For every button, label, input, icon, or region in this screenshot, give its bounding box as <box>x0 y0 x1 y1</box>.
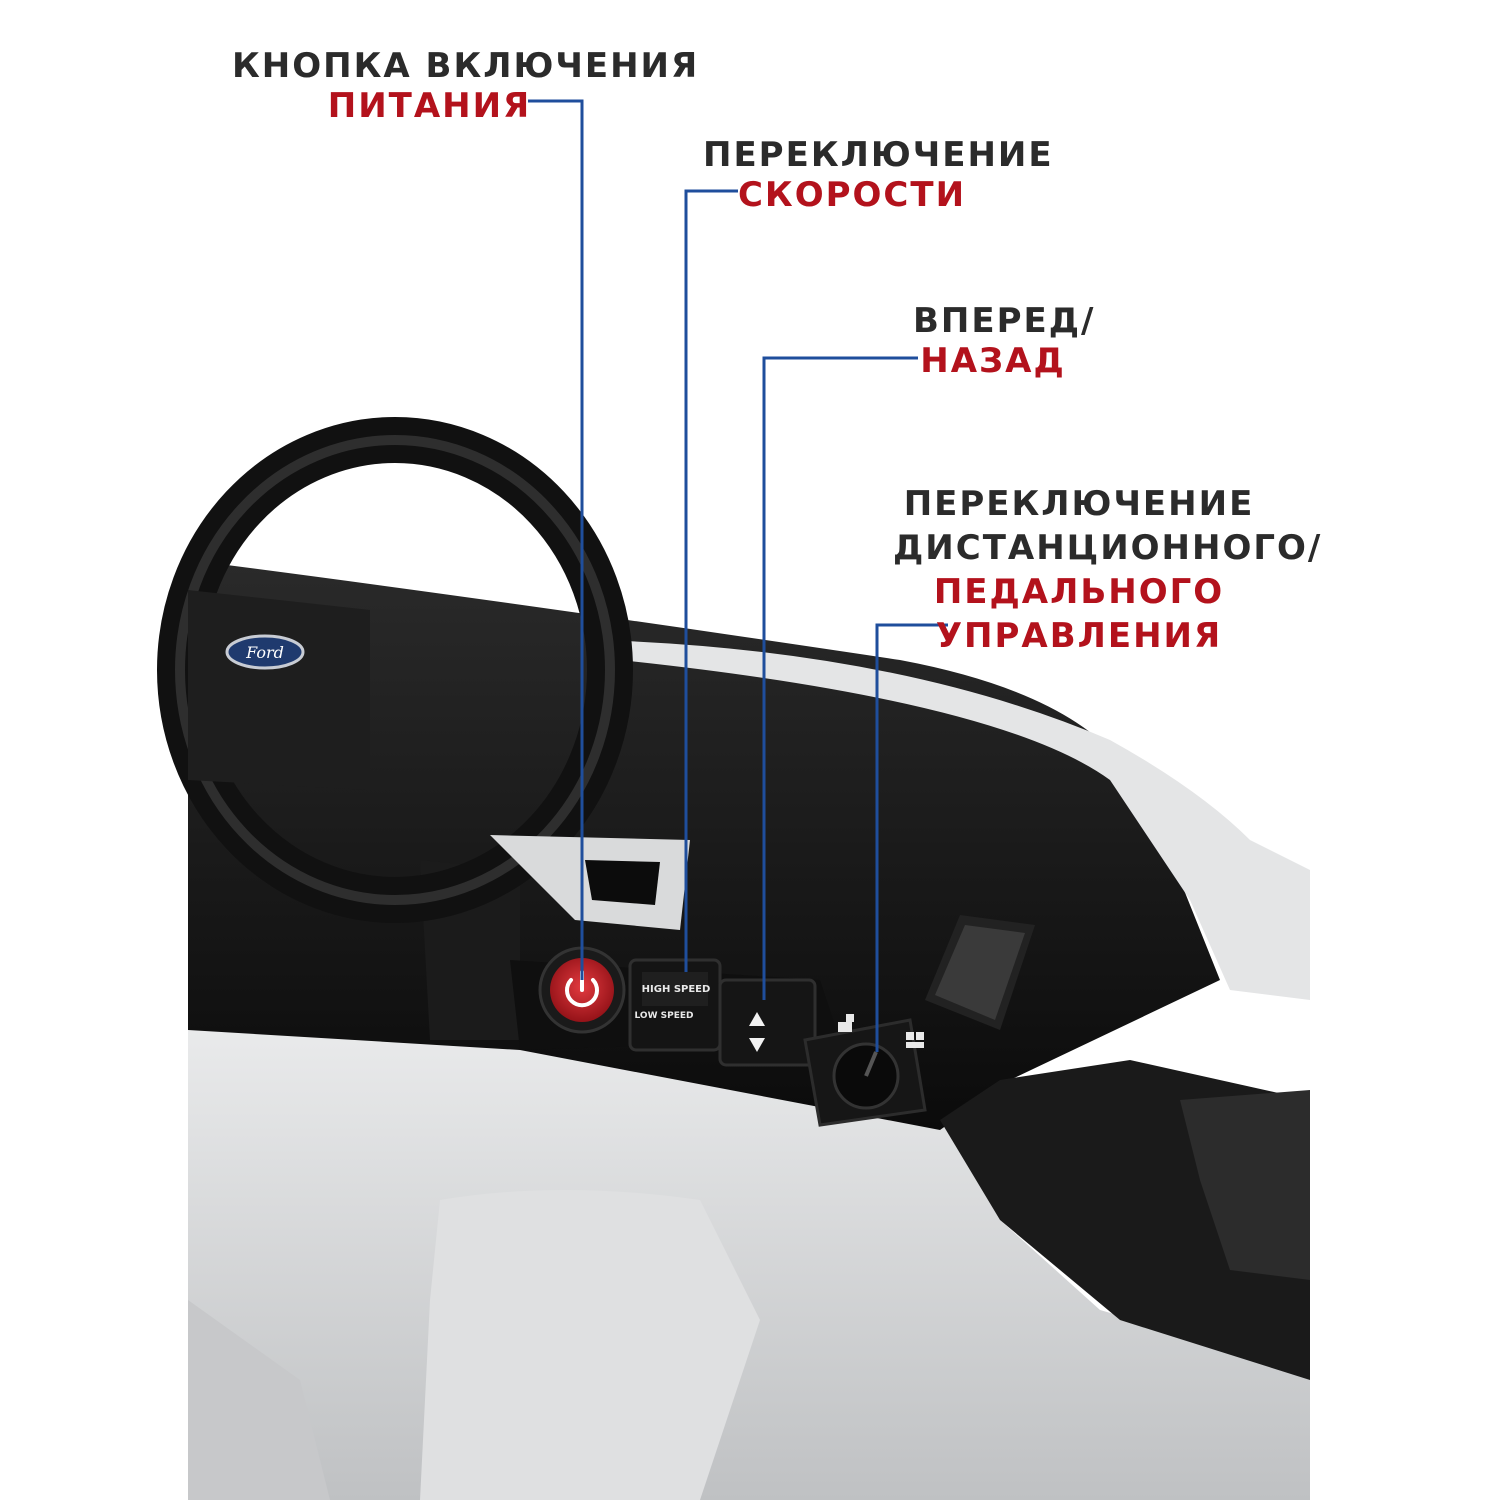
leader-line-control <box>875 623 948 1052</box>
power-callout-line1: КНОПКА ВКЛЮЧЕНИЯ <box>232 46 700 86</box>
high-speed-label: HIGH SPEED <box>642 984 711 995</box>
speed-switch[interactable]: HIGH SPEED LOW SPEED <box>628 958 722 1052</box>
ford-badge: Ford <box>245 643 284 662</box>
direction-switch[interactable] <box>718 978 817 1067</box>
pedal-icon <box>838 1014 854 1032</box>
control-callout-line4: УПРАВЛЕНИЯ <box>935 616 1223 656</box>
direction-callout-line2: НАЗАД <box>920 341 1066 381</box>
leader-line-direction <box>762 356 918 1000</box>
remote-icon <box>906 1032 924 1048</box>
control-mode-knob[interactable] <box>803 1014 927 1127</box>
low-speed-label: LOW SPEED <box>635 1011 694 1021</box>
speed-callout-line1: ПЕРЕКЛЮЧЕНИЕ <box>703 135 1054 175</box>
side-mirror <box>1180 1090 1310 1280</box>
power-callout-line2: ПИТАНИЯ <box>327 86 532 126</box>
direction-callout: ВПЕРЕД/ НАЗАД <box>913 301 1096 381</box>
leader-line-speed <box>684 189 738 972</box>
up-arrow-icon <box>749 1012 765 1026</box>
power-callout: КНОПКА ВКЛЮЧЕНИЯ ПИТАНИЯ <box>232 46 700 126</box>
control-callout-line2: ДИСТАНЦИОННОГО/ <box>893 528 1323 568</box>
floor-ridge <box>188 1300 330 1500</box>
leader-line-power <box>528 99 584 980</box>
dashboard-top-edge <box>600 640 1310 1000</box>
down-arrow-icon <box>749 1038 765 1052</box>
speed-callout-line2: СКОРОСТИ <box>737 175 967 215</box>
seat-panel <box>420 1190 760 1500</box>
direction-callout-line1: ВПЕРЕД/ <box>913 301 1096 341</box>
indicator-panel <box>490 835 690 930</box>
leader-lines <box>528 99 948 1052</box>
steering-wheel: Ford <box>157 417 633 923</box>
control-callout: ПЕРЕКЛЮЧЕНИЕ ДИСТАНЦИОННОГО/ ПЕДАЛЬНОГО … <box>893 482 1323 658</box>
pedal <box>925 915 1035 1030</box>
control-callout-line3: ПЕДАЛЬНОГО <box>933 572 1225 612</box>
speed-callout: ПЕРЕКЛЮЧЕНИЕ СКОРОСТИ <box>703 135 1054 215</box>
control-callout-line1: ПЕРЕКЛЮЧЕНИЕ <box>903 484 1255 524</box>
power-button[interactable] <box>538 946 626 1034</box>
